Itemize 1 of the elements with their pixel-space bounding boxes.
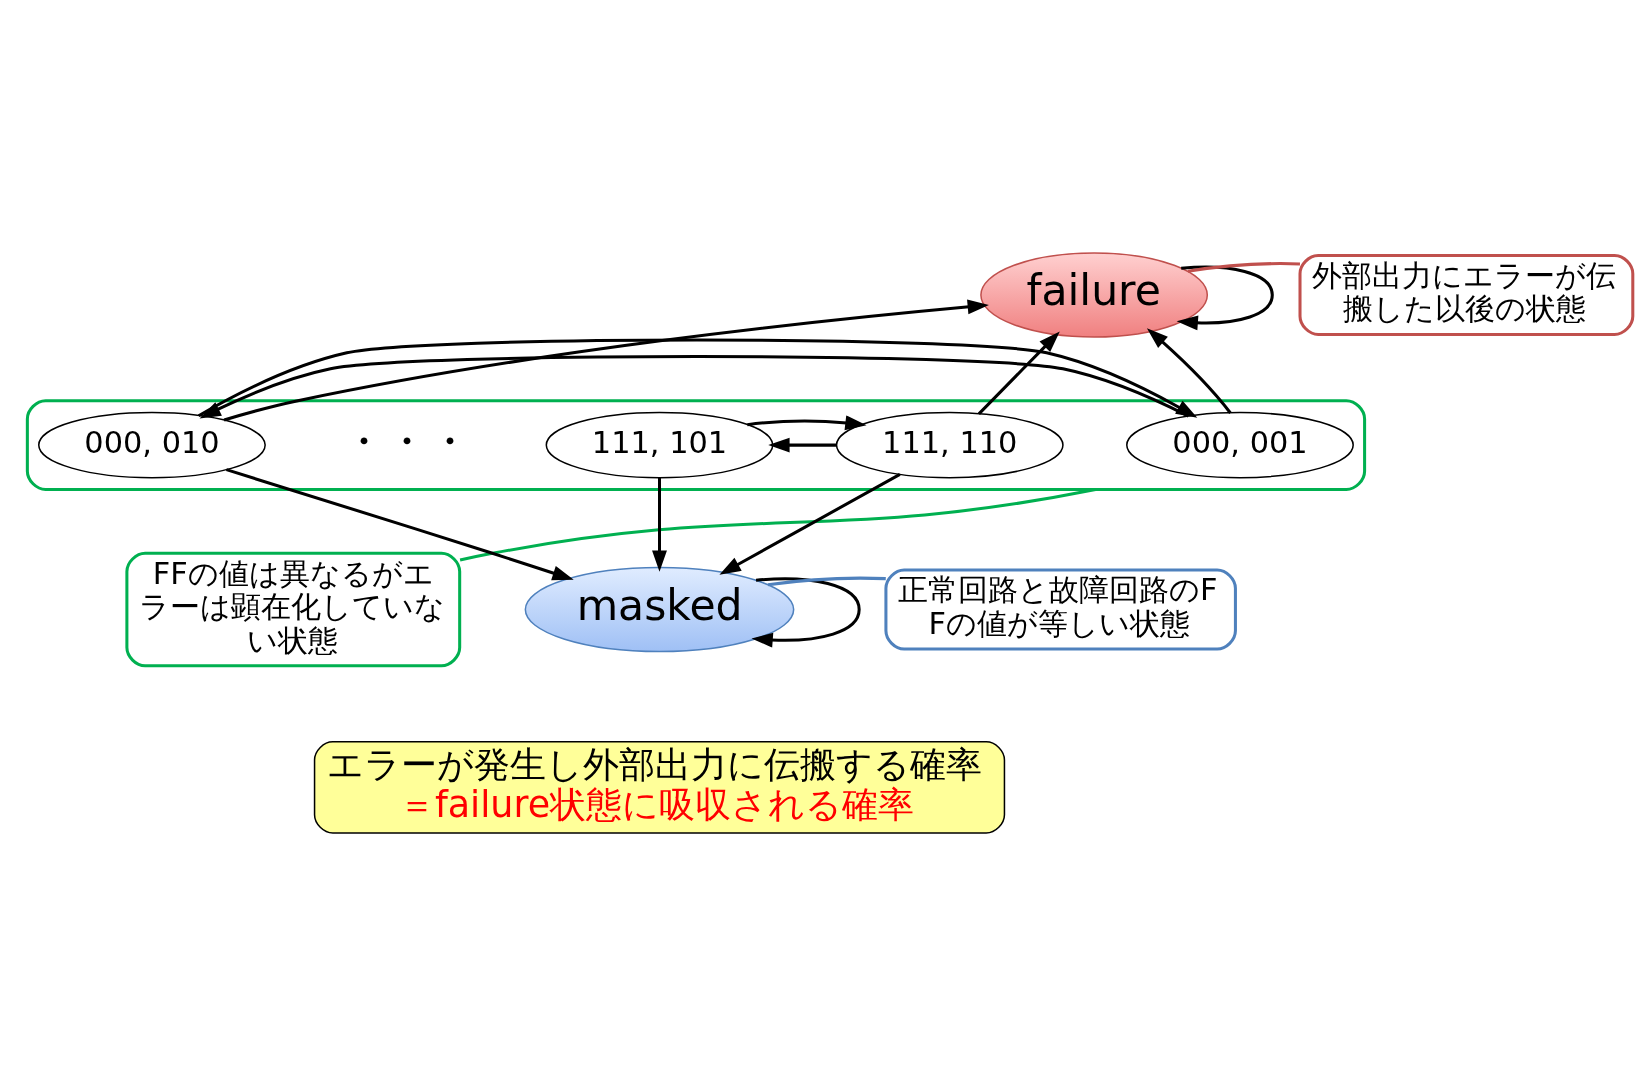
label: ・・・ — [341, 416, 471, 466]
